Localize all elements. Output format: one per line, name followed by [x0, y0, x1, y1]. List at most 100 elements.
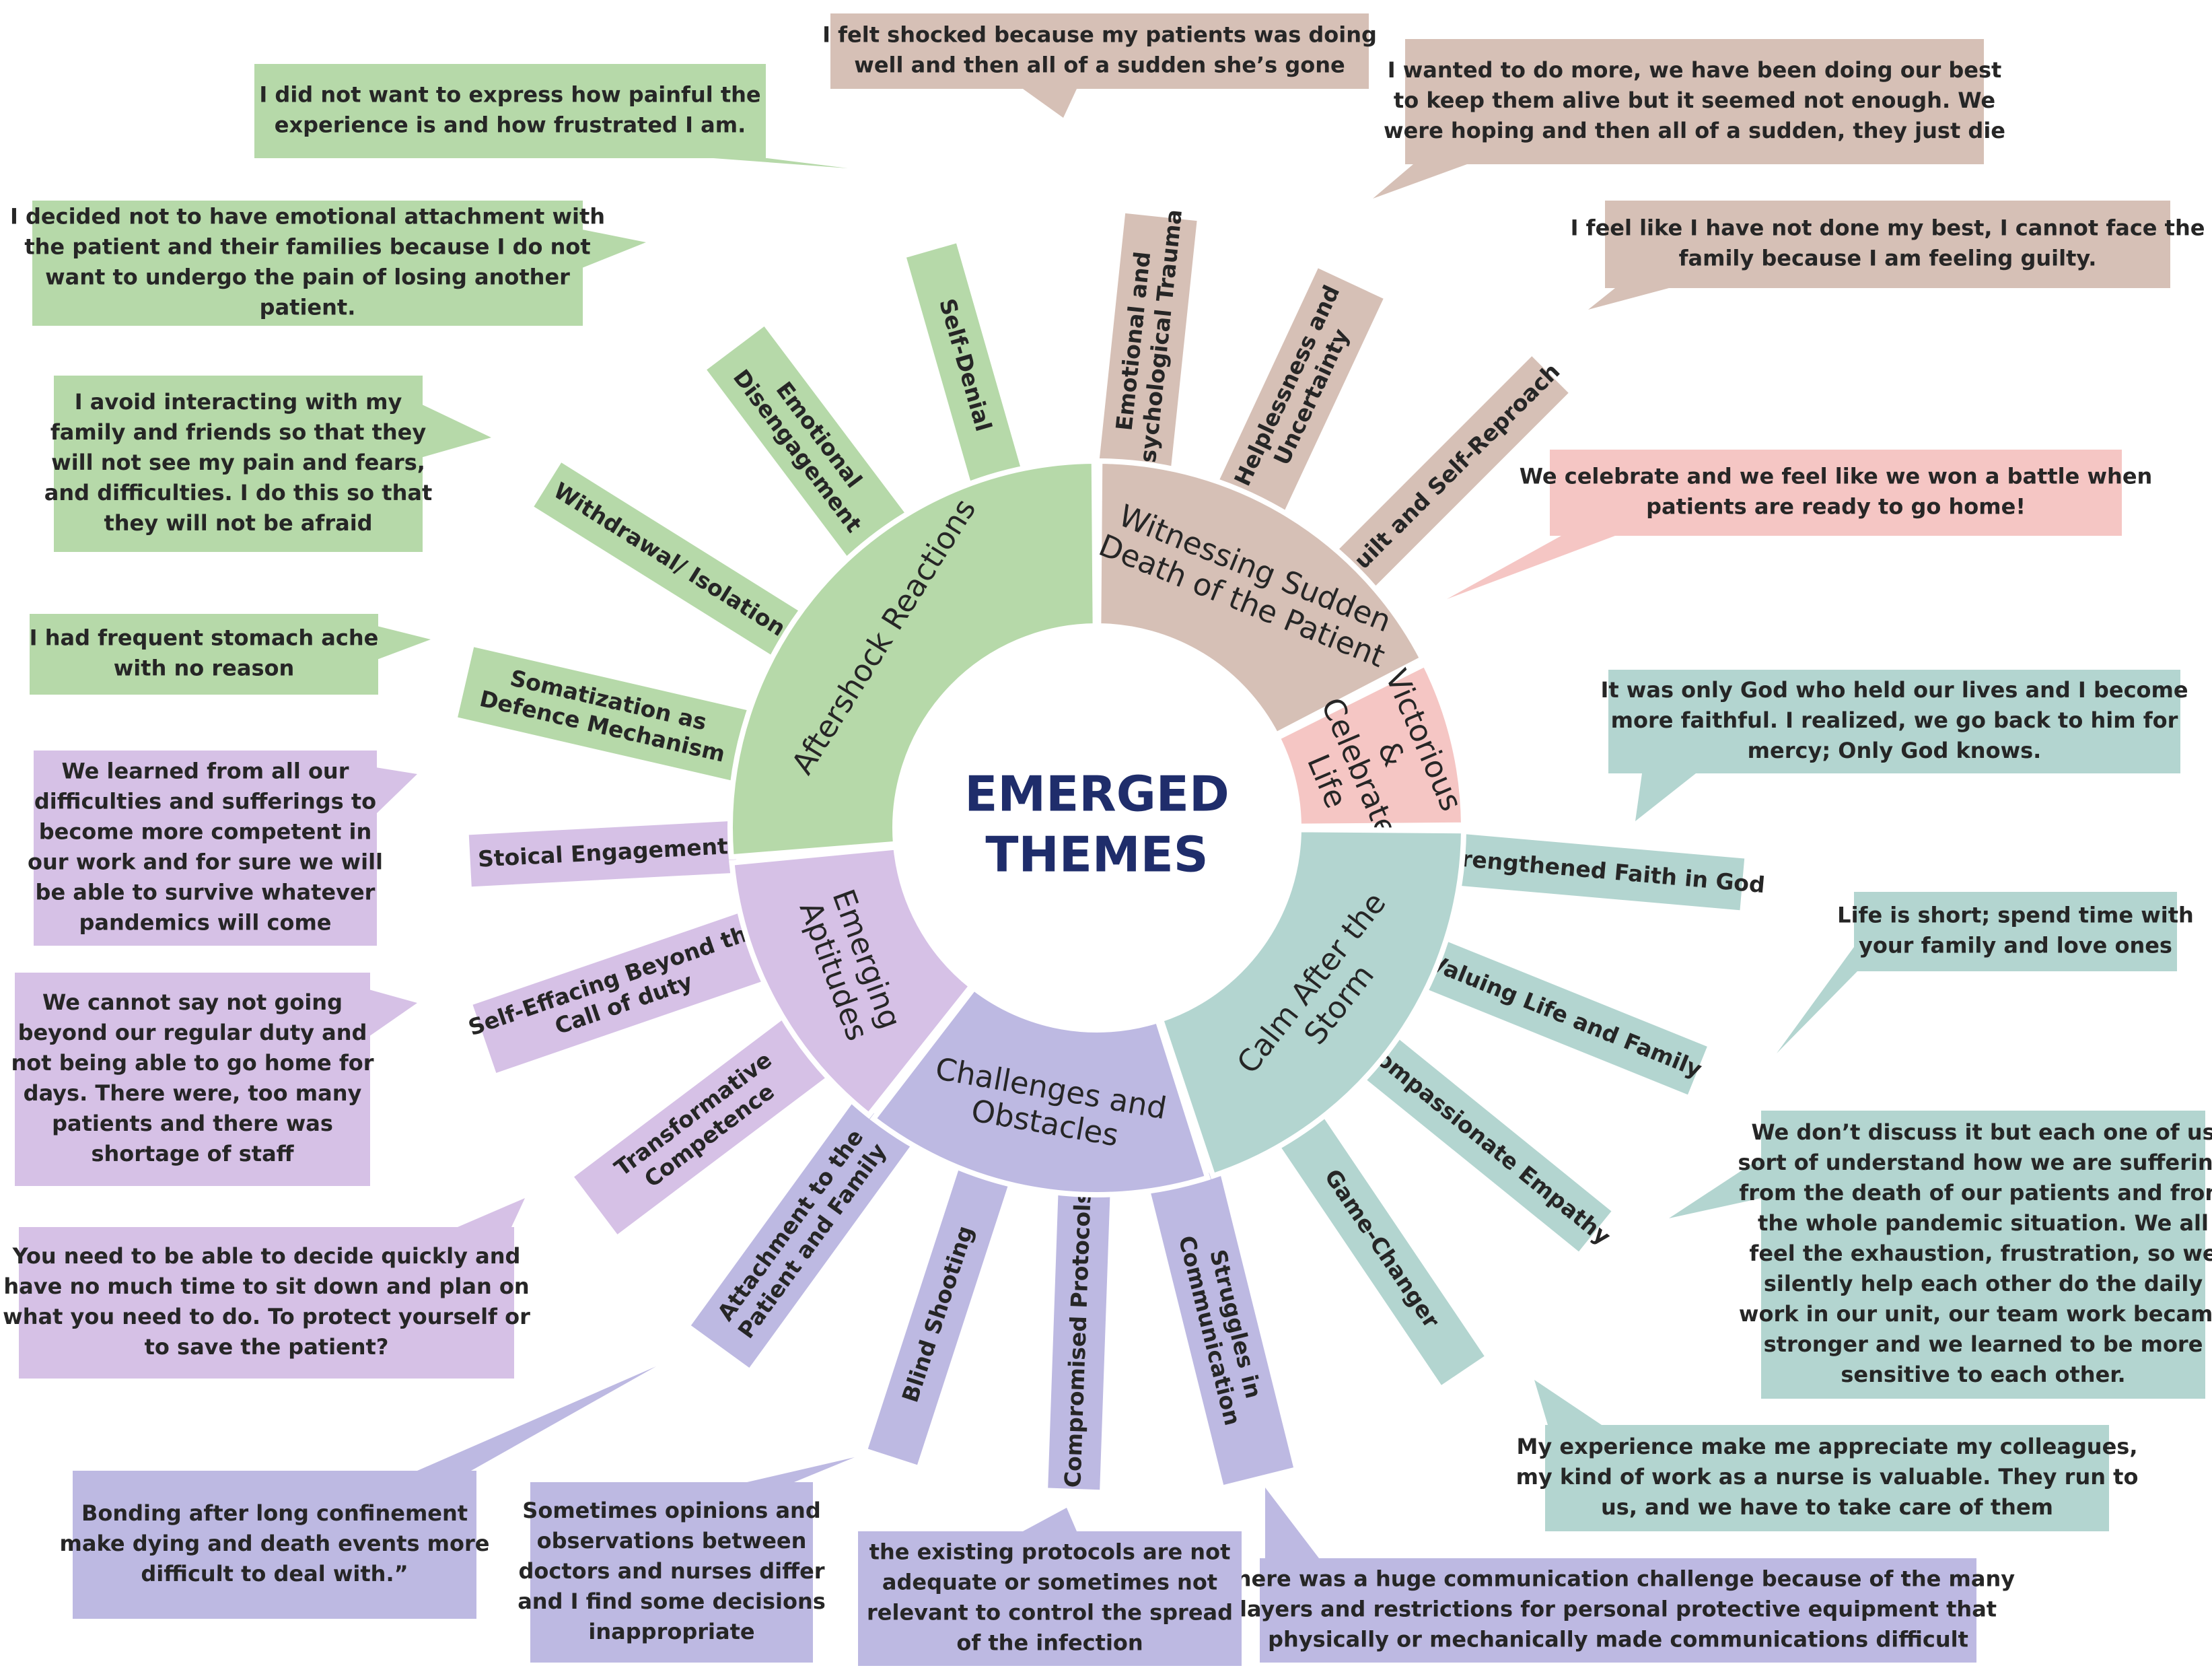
text-line: I feel like I have not done my best, I c… — [1571, 215, 2205, 241]
text-line: It was only God who held our lives and I… — [1600, 677, 2188, 703]
callout-text-group: I did not want to express how painful th… — [259, 82, 760, 138]
callout-box — [1608, 670, 2180, 773]
text-line: and difficulties. I do this so that — [44, 480, 432, 505]
callout-text-group: I feel like I have not done my best, I c… — [1571, 215, 2205, 271]
subtheme-stoical: Stoical Engagement — [465, 817, 741, 891]
callout-box — [254, 64, 766, 158]
quote-text: You need to be able to decide quickly an… — [3, 1243, 530, 1360]
callout-box — [1550, 450, 2122, 536]
subtheme-blind-shooting: Blind Shooting — [863, 1159, 1014, 1469]
text-line: mercy; Only God knows. — [1748, 738, 2042, 763]
text-line: family and friends so that they — [50, 419, 427, 445]
callout-box — [530, 1482, 813, 1663]
text-line: We cannot say not going — [42, 989, 343, 1015]
callout-box — [1405, 39, 1984, 164]
callout-box — [54, 376, 423, 552]
quote-transformative: You need to be able to decide quickly an… — [3, 1198, 530, 1379]
subtheme-strengthened-faith: Strengthened Faith in God — [1433, 830, 1766, 914]
text-line: layers and restrictions for personal pro… — [1240, 1597, 1997, 1622]
text-line: want to undergo the pain of losing anoth… — [45, 265, 570, 290]
subtheme-label-text: Compassionate Empathy — [1359, 1035, 1616, 1250]
callout-tail — [1534, 1380, 1602, 1425]
quote-text: I decided not to have emotional attachme… — [10, 204, 605, 320]
subtheme-label-text: Valuing Life and Family — [1425, 949, 1706, 1083]
quote-text: I feel like I have not done my best, I c… — [1571, 215, 2205, 271]
text-line: Life is short; spend time with — [1837, 903, 2194, 928]
text-line: Valuing Life and Family — [1425, 949, 1706, 1083]
text-line: feel the exhaustion, frustration, so we — [1749, 1241, 2212, 1266]
callout-box — [30, 614, 378, 695]
callout-box — [858, 1531, 1242, 1666]
callout-box — [73, 1471, 476, 1619]
text-line: work in our unit, our team work became — [1739, 1301, 2212, 1327]
quote-text: I wanted to do more, we have been doing … — [1384, 57, 2005, 143]
callout-tail — [1635, 773, 1696, 821]
callout-tail — [1023, 1508, 1077, 1531]
theme-sector-witnessing — [1096, 458, 1427, 739]
text-line: observations between — [537, 1528, 807, 1554]
callout-box — [15, 973, 370, 1186]
text-line: shortage of staff — [91, 1141, 294, 1166]
text-line: patient. — [260, 295, 356, 320]
quote-communication: There was a huge communication challenge… — [1221, 1488, 2015, 1663]
text-line: family because I am feeling guilty. — [1679, 246, 2097, 271]
quote-trauma: I felt shocked because my patients was d… — [822, 13, 1377, 118]
theme-sector-aftershock — [727, 458, 1098, 860]
callout-tail — [1023, 89, 1077, 118]
text-line: become more competent in — [39, 819, 372, 845]
text-line: from the death of our patients and from — [1739, 1180, 2212, 1206]
text-line: You need to be able to decide quickly an… — [12, 1243, 521, 1269]
quote-game-changer: My experience make me appreciate my coll… — [1516, 1380, 2138, 1531]
subtheme-label: Game-Changer — [1320, 1164, 1446, 1333]
text-line: We celebrate and we feel like we won a b… — [1520, 464, 2153, 489]
text-line: not being able to go home for — [11, 1050, 373, 1076]
text-line: were hoping and then all of a sudden, th… — [1384, 118, 2005, 143]
quote-faith: It was only God who held our lives and I… — [1600, 670, 2188, 821]
quote-text: We celebrate and we feel like we won a b… — [1520, 464, 2153, 520]
subtheme-self-denial: Self-Denial — [902, 239, 1027, 492]
text-line: difficulties and sufferings to — [34, 789, 376, 814]
text-line: they will not be afraid — [104, 510, 372, 536]
theme-sector-victorious — [1273, 660, 1467, 829]
callout-text-group: You need to be able to decide quickly an… — [3, 1243, 530, 1360]
text-line: I decided not to have emotional attachme… — [10, 204, 605, 230]
callout-text-group: There was a huge communication challenge… — [1221, 1566, 2015, 1652]
text-line: have no much time to sit down and plan o… — [3, 1274, 529, 1299]
text-line: difficult to deal with.” — [141, 1561, 408, 1586]
text-line: stronger and we learned to be more — [1764, 1331, 2203, 1357]
text-line: sensitive to each other. — [1841, 1362, 2125, 1387]
subtheme-struggles-communication: Struggles inCommunication — [1145, 1166, 1298, 1490]
text-line: the patient and their families because I… — [24, 234, 590, 260]
text-line: We don’t discuss it but each one of us — [1751, 1119, 2212, 1145]
quote-text: There was a huge communication challenge… — [1221, 1566, 2015, 1652]
callout-text-group: I decided not to have emotional attachme… — [10, 204, 605, 320]
callout-box — [1854, 892, 2177, 971]
text-line: There was a huge communication challenge… — [1221, 1566, 2015, 1592]
subtheme-label-text: Game-Changer — [1320, 1164, 1446, 1333]
quote-guilt: I feel like I have not done my best, I c… — [1571, 201, 2205, 310]
callout-tail — [1447, 536, 1615, 599]
callout-box — [19, 1227, 514, 1379]
subtheme-label: Compassionate Empathy — [1359, 1035, 1616, 1250]
text-line: My experience make me appreciate my coll… — [1517, 1434, 2138, 1459]
text-line: THEMES — [985, 827, 1208, 883]
text-line: the existing protocols are not — [869, 1539, 1231, 1565]
text-line: relevant to control the spread — [867, 1600, 1233, 1626]
center-disc — [905, 636, 1289, 1020]
